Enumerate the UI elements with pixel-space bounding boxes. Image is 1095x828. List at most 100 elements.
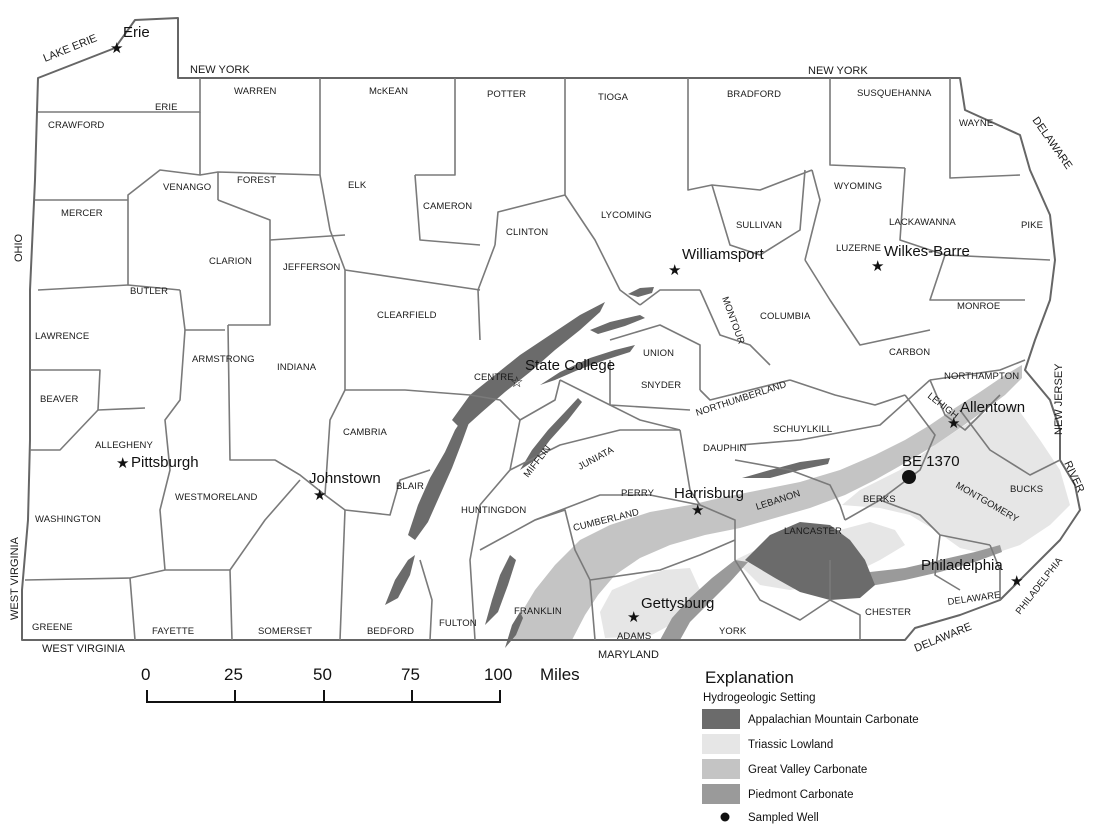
legend: Explanation Hydrogeologic Setting Appala… [702, 668, 919, 824]
city-state-college[interactable]: ☆ State College [510, 357, 615, 391]
county-label: VENANGO [163, 182, 211, 193]
city-wilkes-barre[interactable]: ★ Wilkes-Barre [871, 243, 970, 275]
city-johnstown[interactable]: ★ Johnstown [309, 470, 381, 504]
star-icon: ★ [313, 487, 326, 504]
appalachian-carbonate-strip4 [540, 345, 635, 385]
county-label: ADAMS [617, 631, 651, 642]
city-williamsport[interactable]: ★ Williamsport [668, 246, 765, 279]
county-label: NORTHAMPTON [944, 371, 1019, 382]
legend-swatch-appalachian [702, 709, 740, 729]
legend-well-label: Sampled Well [748, 812, 819, 824]
county-label: CLEARFIELD [377, 310, 437, 321]
triassic-lowland-region-east [842, 405, 1070, 555]
county-label: CLINTON [506, 227, 548, 238]
county-label: FOREST [237, 175, 276, 186]
legend-item-label: Appalachian Mountain Carbonate [748, 714, 919, 726]
city-label: Pittsburgh [131, 454, 199, 471]
state-label-delaware-northeast: DELAWARE [1030, 115, 1075, 172]
star-icon: ★ [668, 262, 681, 279]
county-label: POTTER [487, 89, 526, 100]
star-icon: ★ [627, 609, 640, 626]
city-label: Wilkes-Barre [884, 243, 970, 260]
county-label: CAMERON [423, 201, 472, 212]
state-label-new-jersey: NEW JERSEY [1053, 363, 1065, 435]
city-philadelphia[interactable]: ★ Philadelphia [921, 557, 1023, 590]
county-label: HUNTINGDON [461, 505, 526, 516]
county-label: UNION [643, 348, 674, 359]
county-label: WYOMING [834, 181, 882, 192]
county-label: INDIANA [277, 362, 317, 373]
county-label: LACKAWANNA [889, 217, 956, 228]
star-icon: ★ [110, 40, 123, 57]
appalachian-carbonate-strip5 [590, 315, 645, 334]
county-label: ERIE [155, 102, 178, 113]
star-icon: ★ [116, 455, 129, 472]
sampled-well-be1370[interactable]: BE 1370 [902, 453, 960, 484]
county-label: GREENE [32, 622, 73, 633]
appalachian-carbonate-strip7 [742, 458, 830, 478]
county-label: BRADFORD [727, 89, 781, 100]
county-label: JUNIATA [576, 444, 616, 472]
state-label-ohio: OHIO [13, 233, 25, 262]
city-label: Erie [123, 24, 150, 41]
county-label: WESTMORELAND [175, 492, 258, 503]
piedmont-carbonate-strip-east [835, 545, 1002, 590]
city-label: Philadelphia [921, 557, 1003, 574]
appalachian-carbonate-blair [408, 415, 470, 540]
county-label: ELK [348, 180, 367, 191]
county-label: MONTOUR [719, 295, 746, 345]
county-label: MERCER [61, 208, 103, 219]
county-label: CLARION [209, 256, 252, 267]
county-label: LAWRENCE [35, 331, 89, 342]
legend-title: Explanation [705, 668, 794, 687]
county-label: YORK [719, 626, 747, 637]
county-label: JEFFERSON [283, 262, 340, 273]
legend-subtitle: Hydrogeologic Setting [703, 692, 816, 704]
county-label: LANCASTER [784, 526, 842, 537]
scale-unit: Miles [540, 665, 580, 684]
county-label: MONROE [957, 301, 1000, 312]
county-label: WASHINGTON [35, 514, 101, 525]
county-label: DELAWARE [947, 590, 1001, 608]
county-label: FAYETTE [152, 626, 194, 637]
legend-swatch-triassic [702, 734, 740, 754]
state-label-west-virginia-south: WEST VIRGINIA [42, 643, 126, 655]
county-label: SNYDER [641, 380, 681, 391]
county-label: BUTLER [130, 286, 168, 297]
county-label: CENTRE [474, 372, 514, 383]
city-markers: ★ Erie ★ Williamsport ★ Wilkes-Barre ☆ S… [110, 24, 1025, 626]
county-label: LUZERNE [836, 243, 881, 254]
county-label: PIKE [1021, 220, 1043, 231]
city-harrisburg[interactable]: ★ Harrisburg [674, 485, 744, 519]
county-label: ARMSTRONG [192, 354, 255, 365]
state-label-west-virginia-west: WEST VIRGINIA [9, 536, 21, 620]
star-icon: ★ [871, 258, 884, 275]
county-label: FULTON [439, 618, 477, 629]
great-valley-carbonate-strip [540, 565, 588, 640]
legend-well-dot-icon [720, 812, 730, 822]
legend-swatch-piedmont [702, 784, 740, 804]
county-label: BUCKS [1010, 484, 1043, 495]
state-label-lake-erie: LAKE ERIE [42, 32, 99, 64]
county-label: McKEAN [369, 86, 408, 97]
state-label-maryland: MARYLAND [598, 649, 659, 661]
county-label: BEDFORD [367, 626, 414, 637]
appalachian-carbonate-lancaster [745, 522, 875, 600]
appalachian-carbonate-strip1 [385, 555, 415, 605]
city-pittsburgh[interactable]: ★ Pittsburgh [116, 454, 199, 472]
city-gettysburg[interactable]: ★ Gettysburg [627, 595, 714, 626]
appalachian-carbonate-strip3 [520, 398, 582, 470]
county-label: SUSQUEHANNA [857, 88, 932, 99]
county-label: WAYNE [959, 118, 993, 129]
city-erie[interactable]: ★ Erie [110, 24, 150, 57]
star-icon: ★ [1010, 573, 1023, 590]
appalachian-carbonate-strip6 [628, 287, 654, 297]
city-allentown[interactable]: ★ Allentown [947, 399, 1025, 432]
city-label: Johnstown [309, 470, 381, 487]
city-label: Gettysburg [641, 595, 714, 612]
county-label: CHESTER [865, 607, 911, 618]
hydrogeologic-settings [385, 287, 1070, 648]
legend-swatch-great-valley [702, 759, 740, 779]
county-label: SCHUYLKILL [773, 424, 832, 435]
